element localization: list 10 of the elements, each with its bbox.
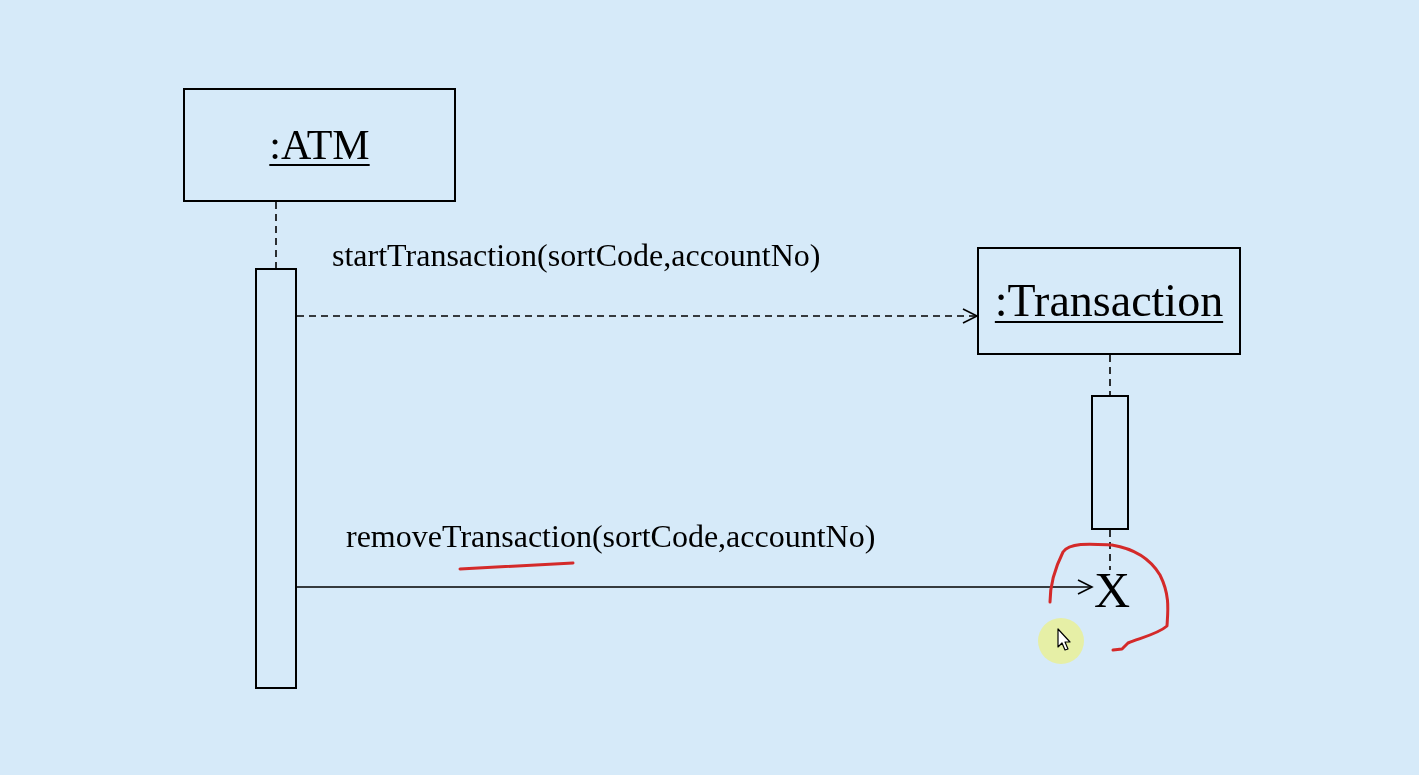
dashed-message-arrow bbox=[296, 308, 978, 324]
destruction-marker: X bbox=[1092, 570, 1132, 610]
activation-bar bbox=[1091, 395, 1129, 530]
object-box: :Transaction bbox=[977, 247, 1241, 355]
message-arrow bbox=[296, 579, 1093, 595]
object-box: :ATM bbox=[183, 88, 456, 202]
lifeline bbox=[1109, 529, 1111, 571]
activation-bar bbox=[255, 268, 297, 689]
lifeline bbox=[1109, 354, 1111, 396]
lifeline bbox=[275, 201, 277, 269]
